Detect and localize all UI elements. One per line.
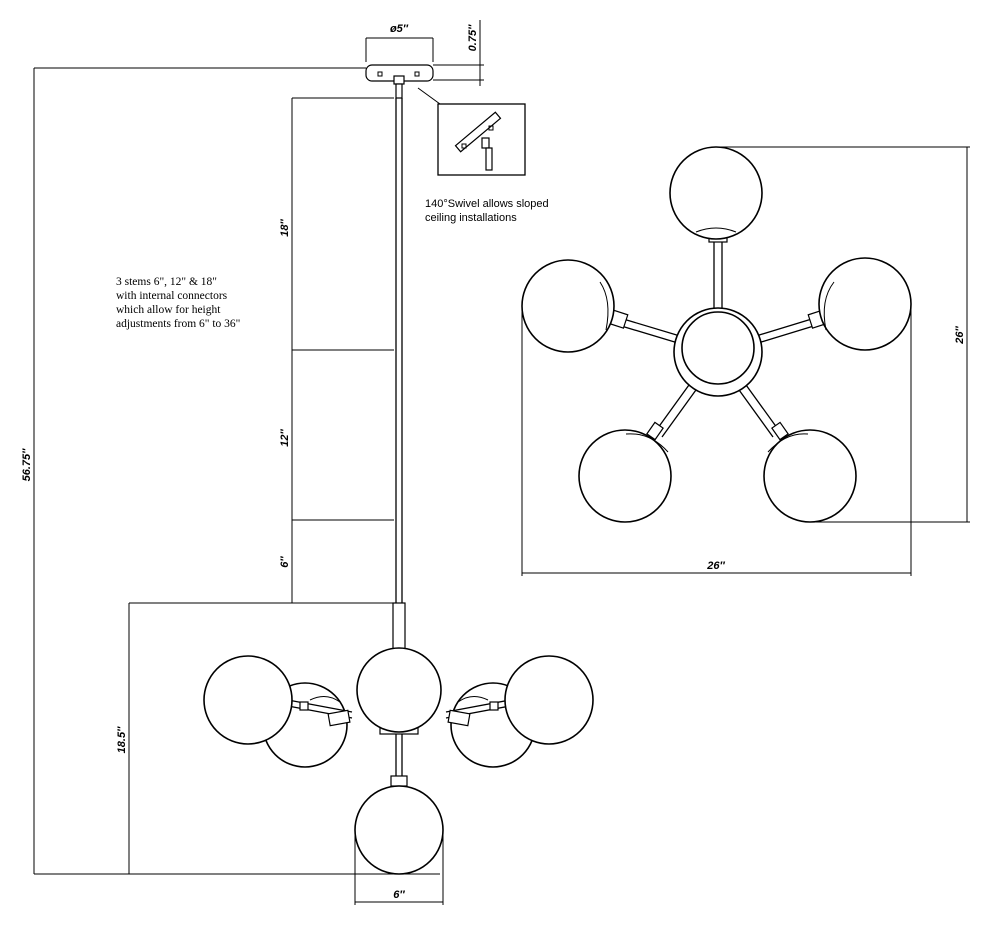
plan-depth-dimension: 26″ [716, 146, 970, 523]
plan-globe-bottom-right [763, 429, 857, 523]
stem-12-label: 12″ [279, 429, 291, 447]
stems-note-line1: 3 stems 6", 12" & 18" [116, 276, 217, 288]
plan-view-fixture [521, 146, 912, 523]
stem-segment-dimensions: 18″ 12″ 6″ [279, 97, 394, 604]
swivel-note-line2: ceiling installations [425, 212, 517, 224]
plan-globe-bottom-left [578, 429, 672, 523]
plan-globe-left [521, 259, 615, 353]
overall-height-label: 56.75″ [21, 448, 33, 482]
swivel-note-line1: 140°Swivel allows sloped [425, 198, 549, 210]
front-left-globe [203, 655, 293, 745]
plan-depth-label: 26″ [954, 326, 966, 345]
plan-width-label: 26″ [706, 560, 725, 572]
fixture-height-dimension: 18.5″ [116, 602, 392, 874]
canopy-diameter-dimension: ø5″ [365, 23, 434, 62]
stem-6-label: 6″ [279, 556, 291, 568]
bottom-globe [354, 785, 444, 875]
stems-note-line2: with internal connectors [116, 290, 228, 302]
globe-width-dimension: 6″ [354, 830, 444, 905]
stems-note: 3 stems 6", 12" & 18" with internal conn… [116, 276, 240, 330]
canopy-height-dimension: 0.75″ [433, 20, 484, 86]
elevation-fixture [203, 647, 594, 875]
center-top-globe [356, 647, 442, 733]
plan-width-dimension: 26″ [521, 304, 912, 576]
plan-hub-globe [681, 311, 755, 385]
overall-height-dimension: 56.75″ [21, 67, 440, 875]
canopy-diameter-label: ø5″ [390, 23, 409, 35]
front-right-globe [504, 655, 594, 745]
stems-note-line4: adjustments from 6" to 36" [116, 318, 240, 330]
canopy-height-label: 0.75″ [467, 24, 479, 51]
swivel-detail: 140°Swivel allows sloped ceiling install… [417, 87, 549, 224]
plan-globe-right [818, 257, 912, 351]
stems-note-line3: which allow for height [116, 304, 221, 316]
stem-18-label: 18″ [279, 219, 291, 237]
globe-width-label: 6″ [393, 889, 405, 901]
plan-globe-top [669, 146, 763, 240]
fixture-height-label: 18.5″ [116, 726, 128, 753]
down-rod-stem [392, 98, 406, 652]
ceiling-canopy [365, 64, 434, 99]
